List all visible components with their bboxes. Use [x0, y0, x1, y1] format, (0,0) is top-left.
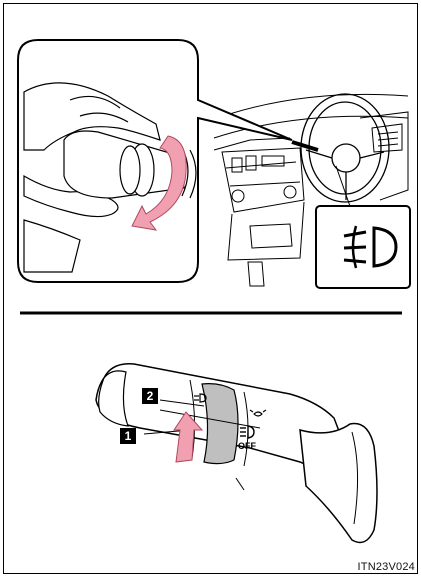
- lever-switch: [96, 364, 377, 543]
- callout-1-label: 1: [125, 429, 132, 443]
- stalk-highlight: [292, 142, 318, 150]
- figure-code: ITN23V024: [358, 561, 415, 573]
- callout-2-label: 2: [147, 389, 154, 403]
- off-label: OFF: [238, 441, 256, 451]
- fog-light-ring: [202, 384, 238, 464]
